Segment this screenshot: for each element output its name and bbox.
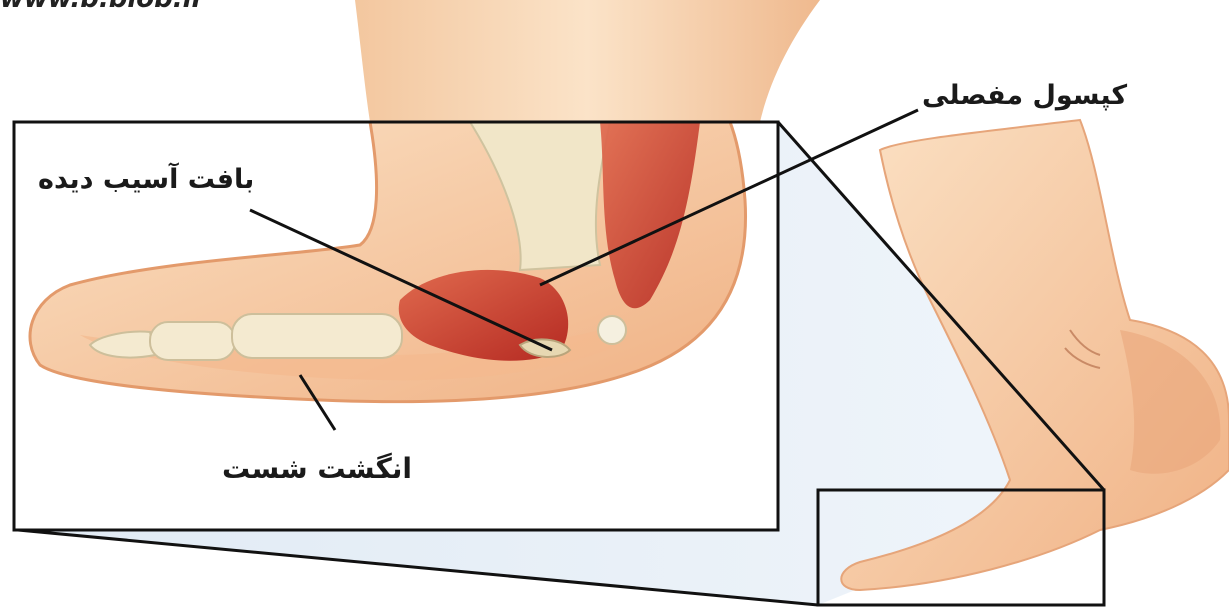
label-joint-capsule: کپسول مفصلی [922, 80, 1127, 111]
label-turf-toe: انگشت شست [222, 452, 412, 485]
watermark: www.b.blob.ir [0, 0, 204, 14]
label-damaged-tissue: بافت آسیب دیده [38, 164, 254, 195]
lower-leg-upper [355, 0, 820, 122]
